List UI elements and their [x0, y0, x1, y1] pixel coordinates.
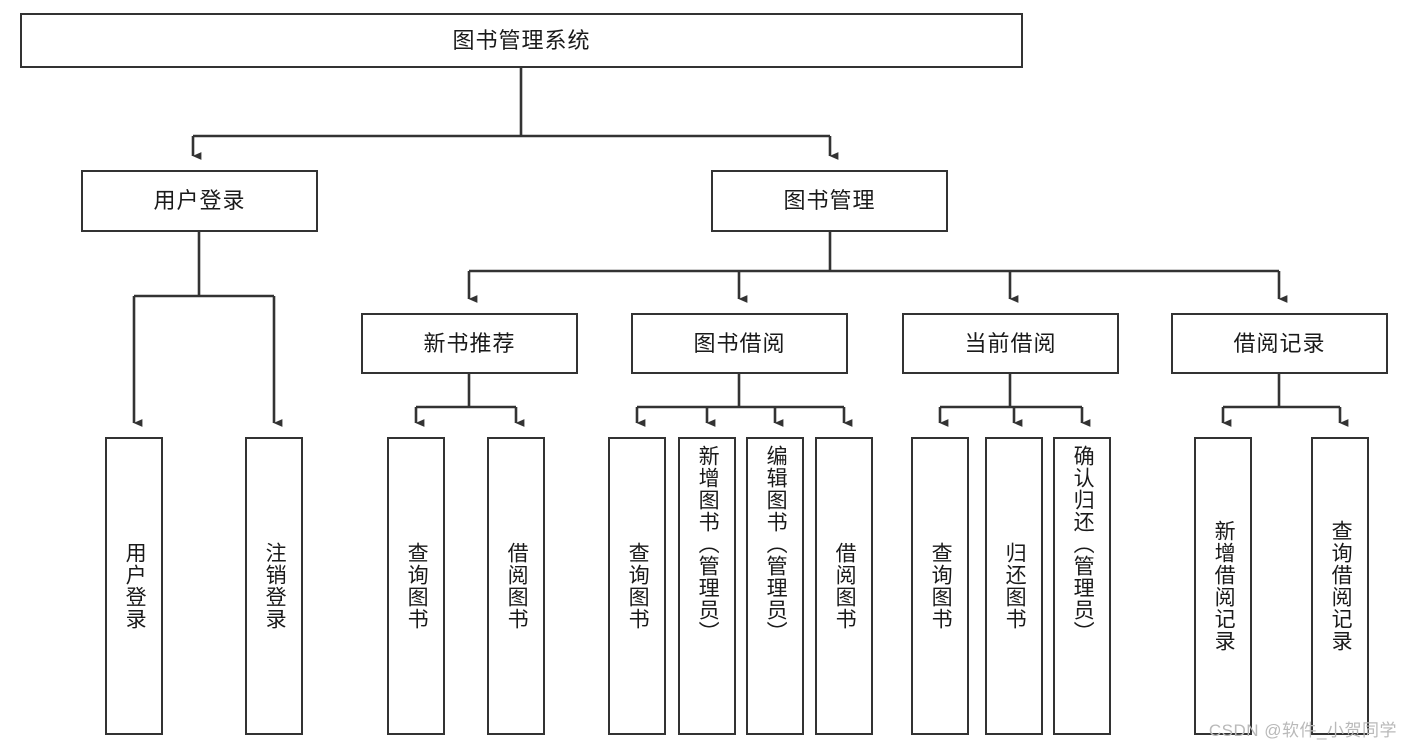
node-user-login-label: 用户登录: [153, 188, 246, 214]
node-leaf-query-book-3-label: 查询图书: [929, 542, 953, 630]
node-leaf-add-record-label: 新增借阅记录: [1212, 520, 1236, 652]
node-current-borrow-label: 当前借阅: [964, 330, 1057, 356]
node-leaf-logout[interactable]: 注销登录: [245, 437, 303, 735]
node-current-borrow[interactable]: 当前借阅: [902, 313, 1119, 374]
node-leaf-query-book-1-label: 查询图书: [405, 542, 429, 630]
node-book-manage[interactable]: 图书管理: [711, 170, 948, 232]
node-leaf-add-book[interactable]: 新增图书（管理员）: [678, 437, 736, 735]
node-book-manage-label: 图书管理: [783, 188, 876, 214]
node-leaf-return-book-label: 归还图书: [1003, 542, 1027, 630]
node-leaf-confirm-return-label: 确认归还（管理员）: [1071, 445, 1095, 643]
node-leaf-borrow-book-2[interactable]: 借阅图书: [815, 437, 873, 735]
node-new-book-recommend-label: 新书推荐: [423, 330, 516, 356]
node-borrow-record-label: 借阅记录: [1233, 330, 1326, 356]
node-leaf-logout-label: 注销登录: [263, 542, 287, 630]
node-leaf-confirm-return[interactable]: 确认归还（管理员）: [1053, 437, 1111, 735]
node-root[interactable]: 图书管理系统: [20, 13, 1023, 68]
node-leaf-query-book-1[interactable]: 查询图书: [387, 437, 445, 735]
node-leaf-return-book[interactable]: 归还图书: [985, 437, 1043, 735]
node-leaf-add-record[interactable]: 新增借阅记录: [1194, 437, 1252, 735]
node-leaf-borrow-book-1-label: 借阅图书: [505, 542, 529, 630]
node-leaf-edit-book-label: 编辑图书（管理员）: [764, 445, 788, 643]
node-leaf-query-book-2[interactable]: 查询图书: [608, 437, 666, 735]
node-leaf-edit-book[interactable]: 编辑图书（管理员）: [746, 437, 804, 735]
node-root-label: 图书管理系统: [452, 27, 591, 53]
node-book-borrow[interactable]: 图书借阅: [631, 313, 848, 374]
node-leaf-query-record-label: 查询借阅记录: [1329, 520, 1353, 652]
node-leaf-user-login[interactable]: 用户登录: [105, 437, 163, 735]
node-leaf-query-record[interactable]: 查询借阅记录: [1311, 437, 1369, 735]
csdn-watermark: CSDN @软件_小贺同学: [1208, 721, 1397, 740]
node-borrow-record[interactable]: 借阅记录: [1171, 313, 1388, 374]
node-leaf-borrow-book-2-label: 借阅图书: [833, 542, 857, 630]
node-leaf-user-login-label: 用户登录: [123, 542, 147, 630]
node-book-borrow-label: 图书借阅: [693, 330, 786, 356]
node-leaf-query-book-3[interactable]: 查询图书: [911, 437, 969, 735]
node-leaf-add-book-label: 新增图书（管理员）: [696, 445, 720, 643]
node-leaf-borrow-book-1[interactable]: 借阅图书: [487, 437, 545, 735]
node-leaf-query-book-2-label: 查询图书: [626, 542, 650, 630]
node-new-book-recommend[interactable]: 新书推荐: [361, 313, 578, 374]
node-user-login[interactable]: 用户登录: [81, 170, 318, 232]
